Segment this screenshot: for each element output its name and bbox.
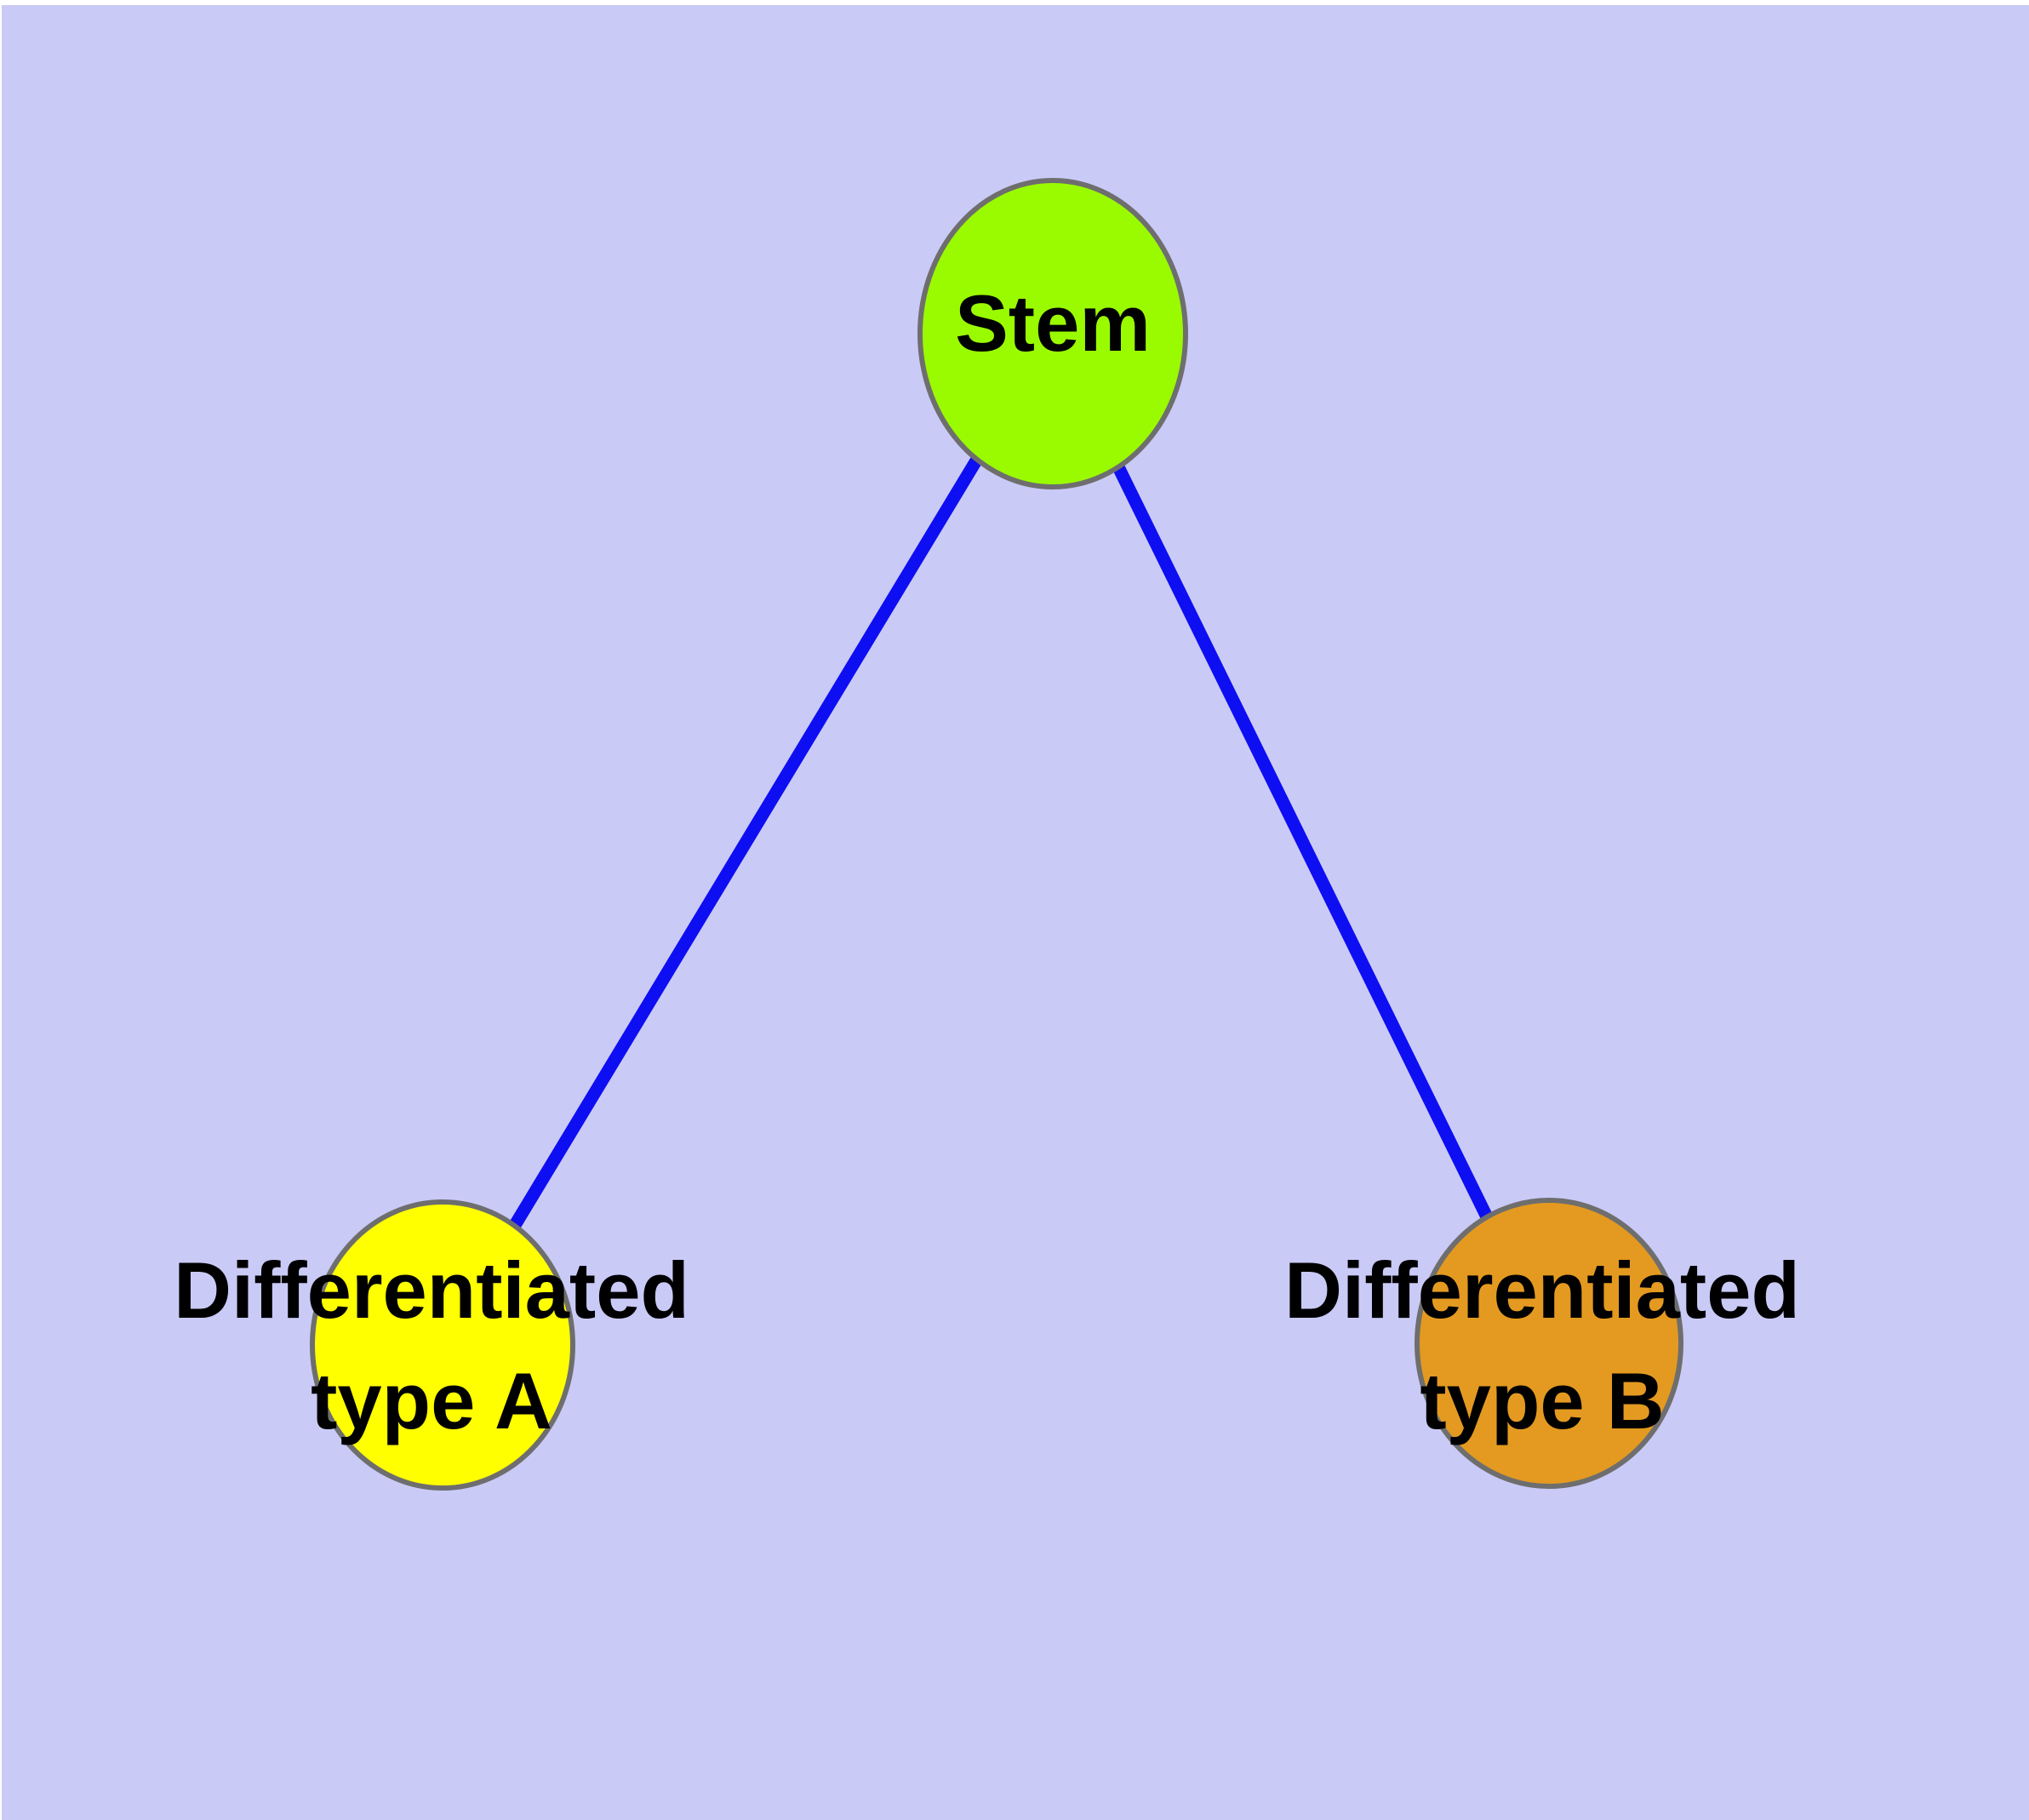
node-type-a-label-line1: Differentiated	[174, 1245, 689, 1335]
node-type-a-label-line2: type A	[311, 1356, 552, 1445]
edge-stem-to-type-b	[1047, 330, 1555, 1347]
node-type-b-label-line2: type B	[1420, 1356, 1664, 1445]
edge-stem-to-type-a	[437, 330, 1059, 1348]
node-type-b-label-line1: Differentiated	[1284, 1245, 1800, 1335]
node-stem-label: Stem	[955, 278, 1151, 368]
node-differentiated-type-a	[310, 1199, 575, 1491]
node-differentiated-type-b	[1415, 1198, 1683, 1489]
node-stem	[917, 178, 1188, 489]
